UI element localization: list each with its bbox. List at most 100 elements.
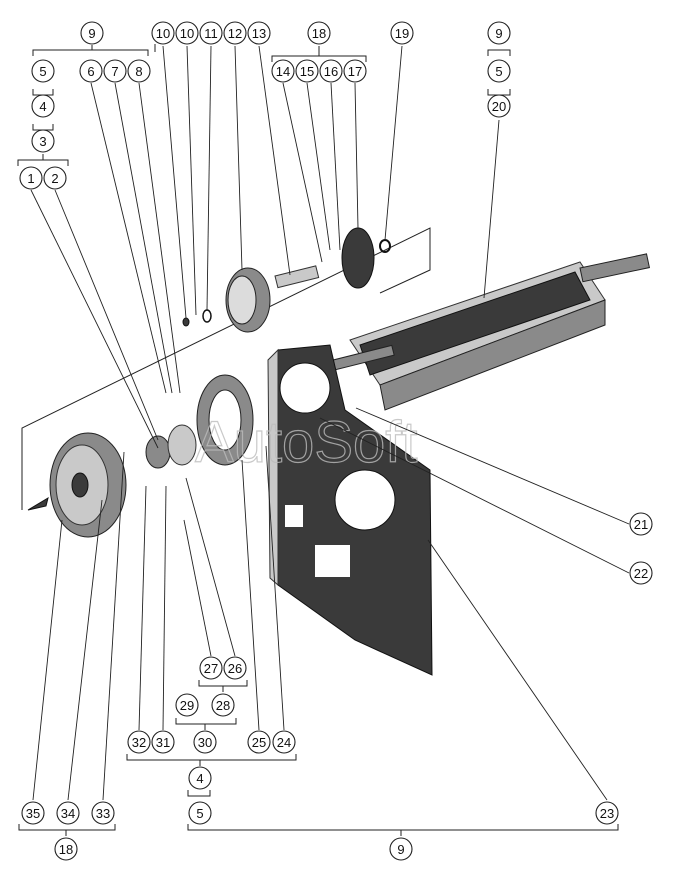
callout-circle [31,59,55,83]
leader-14 [282,82,323,263]
callout-number: 18 [312,26,326,41]
callout-c20: 20 [487,94,511,118]
callout-circle [199,656,223,680]
callout-circle [629,561,653,585]
callout-circle [389,837,413,861]
callout-circle [193,730,217,754]
leader-16 [330,82,341,251]
callout-c18b: 18 [54,837,78,861]
callout-c17: 17 [343,59,367,83]
callout-circle [487,59,511,83]
callout-c21: 21 [629,512,653,536]
sleeve [274,265,320,289]
callout-circle [54,837,78,861]
callout-c31: 31 [151,730,175,754]
callout-number: 20 [492,99,506,114]
callout-number: 8 [135,64,142,79]
callout-c34: 34 [56,801,80,825]
callout-circle [175,693,199,717]
callout-number: 25 [252,735,266,750]
callout-circle [271,59,295,83]
bracket-4-3 [32,124,54,131]
callout-number: 7 [111,64,118,79]
pulley [27,432,127,538]
callout-c24: 24 [272,730,296,754]
callout-number: 9 [397,842,404,857]
leader-13 [258,45,291,276]
callout-number: 24 [277,735,291,750]
callout-circle [43,166,67,190]
callout-c5c: 5 [188,801,212,825]
callout-number: 6 [87,64,94,79]
callout-number: 5 [495,64,502,79]
callout-c12: 12 [223,21,247,45]
bracket-18-top [271,46,367,62]
callout-c9c: 9 [389,837,413,861]
leader-24 [265,445,285,731]
leader-19 [384,45,403,241]
callout-c33: 33 [91,801,115,825]
callout-circle [223,656,247,680]
callout-c26: 26 [223,656,247,680]
callout-circle [151,730,175,754]
bracket-30 [175,718,237,730]
bearing-hub [145,424,197,469]
callout-number: 18 [59,842,73,857]
callout-circle [319,59,343,83]
callout-c3a: 3 [31,129,55,153]
callout-circle [487,94,511,118]
watermark-text: AutoSoft [195,410,417,475]
callout-circle [307,21,331,45]
parts-illustration: AutoSoft [21,227,651,676]
assembly-frame-outline [21,227,431,510]
callout-circle [188,766,212,790]
callout-c23: 23 [595,801,619,825]
callout-number: 4 [39,99,46,114]
callout-number: 3 [39,134,46,149]
leader-2 [54,189,159,441]
leader-22 [319,417,630,574]
bracket-5-4 [32,89,54,96]
callout-c4a: 4 [31,94,55,118]
callout-circle [31,129,55,153]
bracket-3-12 [17,154,69,166]
callout-c11: 11 [199,21,223,45]
callout-number: 19 [395,26,409,41]
leader-15 [306,82,331,251]
callout-c15: 15 [295,59,319,83]
bracket-4-5-bottom [187,790,211,797]
callout-number: 30 [198,735,212,750]
callout-circle [56,801,80,825]
leader-11 [206,45,212,311]
callout-number: 10 [156,26,170,41]
callout-number: 22 [634,566,648,581]
callout-circle [211,693,235,717]
leader-35 [32,519,63,801]
leader-10b [186,45,197,316]
callout-number: 9 [495,26,502,41]
leader-8 [138,82,181,394]
callout-circle [31,94,55,118]
callout-circle [127,730,151,754]
callout-c10a: 10 [151,21,175,45]
callout-circle [127,59,151,83]
bracket-9-bottom [187,824,619,836]
callout-number: 14 [276,64,290,79]
callout-number: 2 [51,171,58,186]
callout-circle [247,730,271,754]
leader-25 [241,459,260,731]
callout-c10b: 10 [175,21,199,45]
leader-26 [185,477,236,657]
callout-circle [80,21,104,45]
leader-1 [30,189,159,449]
callout-c9a: 9 [80,21,104,45]
callout-number: 33 [96,806,110,821]
callout-c35: 35 [21,801,45,825]
callout-number: 31 [156,735,170,750]
callout-number: 21 [634,517,648,532]
leader-33 [102,451,125,801]
callout-circle [629,512,653,536]
callout-c5b: 5 [487,59,511,83]
